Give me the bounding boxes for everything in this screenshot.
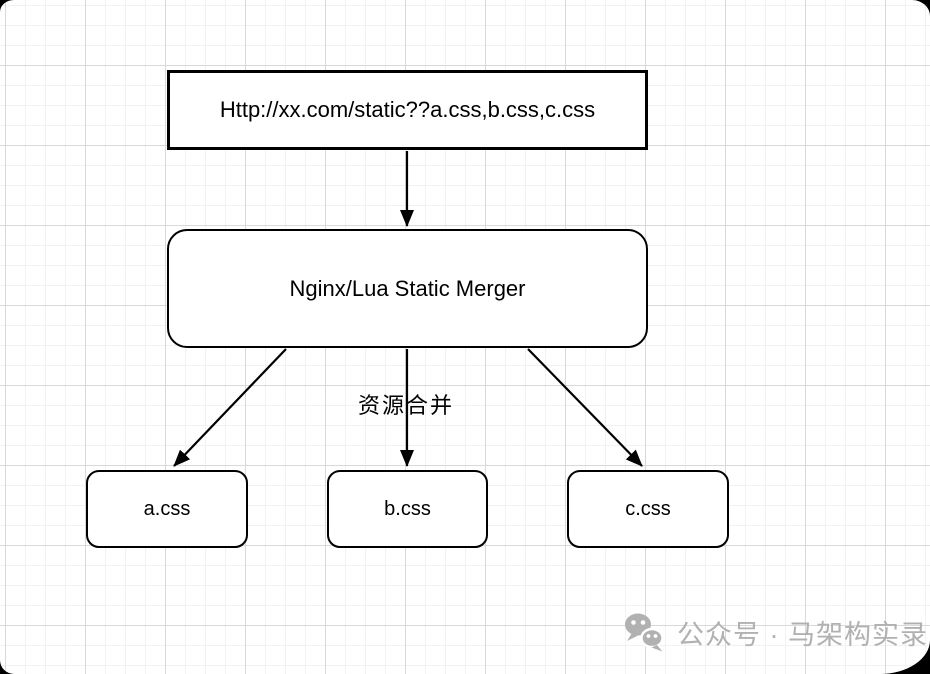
- watermark-text: 公众号 · 马架构实录: [677, 619, 928, 650]
- file-box-c-css: c.css: [567, 470, 729, 548]
- wechat-icon: [625, 613, 664, 652]
- watermark: 公众号 · 马架构实录: [624, 612, 928, 652]
- request-url-box: Http://xx.com/static??a.css,b.css,c.css: [167, 70, 648, 150]
- file-box-a-css: a.css: [86, 470, 248, 548]
- file-label-b-css: b.css: [384, 497, 431, 520]
- file-box-b-css: b.css: [327, 470, 488, 548]
- nginx-lua-merger-label: Nginx/Lua Static Merger: [289, 275, 526, 301]
- request-url-label: Http://xx.com/static??a.css,b.css,c.css: [219, 97, 596, 122]
- file-label-a-css: a.css: [143, 497, 191, 520]
- arrow-merger-to-c-css: [527, 348, 643, 467]
- nginx-lua-merger-box: Nginx/Lua Static Merger: [167, 229, 648, 348]
- file-label-c-css: c.css: [625, 497, 671, 520]
- merge-arrow-label: 资源合并: [357, 393, 454, 418]
- arrow-merger-to-a-css: [173, 348, 287, 467]
